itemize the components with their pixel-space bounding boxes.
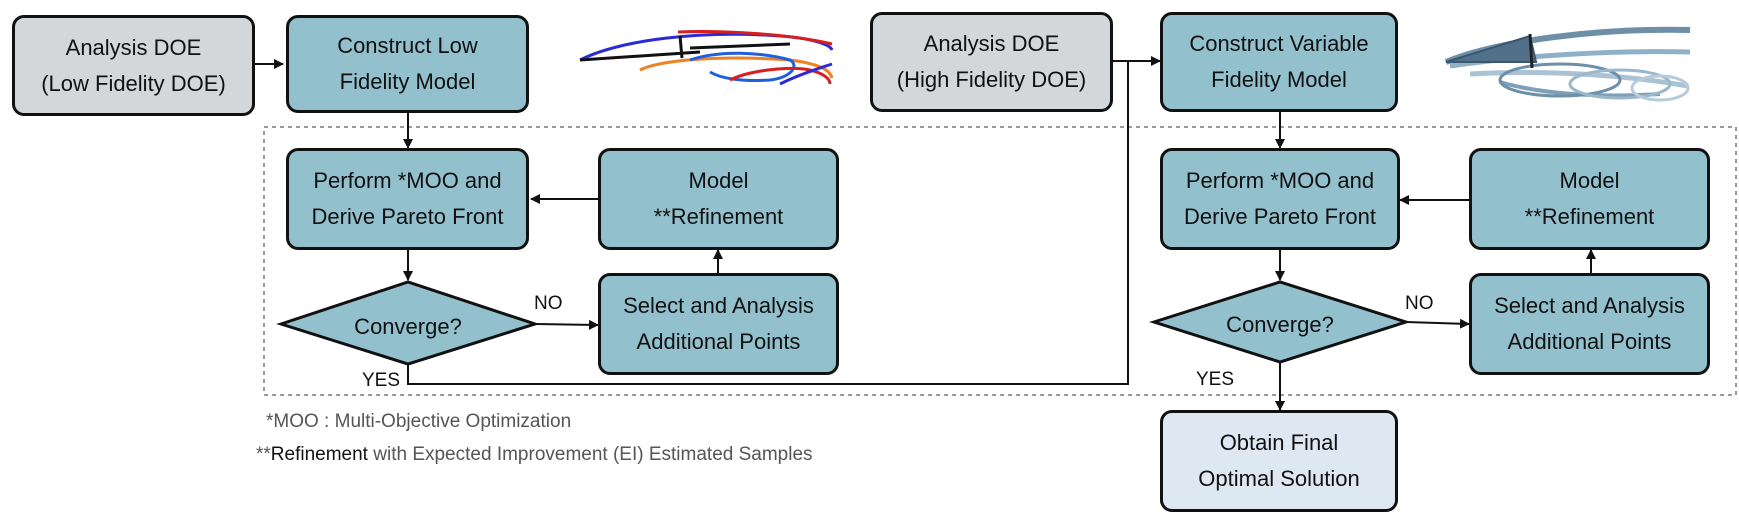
left-perform-moo-line1: Perform *MOO and <box>313 168 502 193</box>
left-analysis-doe-line1: Analysis DOE <box>65 34 202 60</box>
left-analysis-doe-line2: (Low Fidelity DOE) <box>41 70 226 96</box>
left-select-points-line2: Additional Points <box>636 329 801 354</box>
right-no-label: NO <box>1405 293 1434 314</box>
loop-region-border <box>263 126 1737 396</box>
final-solution-line2: Optimal Solution <box>1198 466 1360 491</box>
right-select-points-line1: Select and Analysis <box>1494 293 1685 318</box>
right-select-points-box: Select and Analysis Additional Points <box>1469 273 1710 375</box>
right-perform-moo-line2: Derive Pareto Front <box>1184 204 1376 229</box>
left-analysis-doe-box: Analysis DOE (Low Fidelity DOE) <box>12 15 255 116</box>
footnote-refinement-rest: with Expected Improvement (EI) Estimated… <box>367 444 813 465</box>
right-converge-label: Converge? <box>1226 312 1334 337</box>
right-analysis-doe-box: Analysis DOE (High Fidelity DOE) <box>870 12 1113 112</box>
right-construct-model-box: Construct Variable Fidelity Model <box>1160 12 1398 112</box>
left-construct-model-line2: Fidelity Model <box>339 69 476 94</box>
left-model-refinement-line1: Model <box>688 168 749 193</box>
left-converge-label: Converge? <box>354 314 462 339</box>
final-solution-line1: Obtain Final <box>1219 430 1339 455</box>
left-construct-model-line1: Construct Low <box>337 33 478 58</box>
left-perform-moo-box: Perform *MOO and Derive Pareto Front <box>286 148 529 250</box>
left-yes-label: YES <box>362 370 401 391</box>
right-analysis-doe-line2: (High Fidelity DOE) <box>896 67 1087 92</box>
right-model-refinement-line1: Model <box>1559 168 1620 193</box>
right-construct-model-line1: Construct Variable <box>1189 31 1369 56</box>
left-no-label: NO <box>534 293 563 314</box>
left-model-refinement-line2: **Refinement <box>653 204 784 229</box>
left-perform-moo-line2: Derive Pareto Front <box>311 204 504 229</box>
left-construct-model-box: Construct Low Fidelity Model <box>286 15 529 113</box>
footnote-moo: *MOO : Multi-Objective Optimization <box>266 411 572 432</box>
right-perform-moo-box: Perform *MOO and Derive Pareto Front <box>1160 148 1400 250</box>
arrow-right-no-to-select <box>1405 318 1470 329</box>
right-perform-moo-line1: Perform *MOO and <box>1185 168 1375 193</box>
left-select-points-box: Select and Analysis Additional Points <box>598 273 839 375</box>
right-construct-model-line2: Fidelity Model <box>1211 67 1347 92</box>
left-select-points-line1: Select and Analysis <box>623 293 814 318</box>
high-fidelity-wake-vortex-image <box>1444 26 1691 102</box>
right-analysis-doe-line1: Analysis DOE <box>923 31 1060 56</box>
left-model-refinement-box: Model **Refinement <box>598 148 839 250</box>
footnote-refinement: **Refinement with Expected Improvement (… <box>256 444 813 466</box>
right-model-refinement-line2: **Refinement <box>1524 204 1655 229</box>
right-yes-label: YES <box>1196 369 1235 390</box>
right-model-refinement-box: Model **Refinement <box>1469 148 1710 250</box>
arrow-yes-to-variable-model <box>407 61 1129 385</box>
low-fidelity-wake-lines-image <box>579 30 834 86</box>
footnote-refinement-word: Refinement <box>270 444 368 465</box>
right-select-points-line2: Additional Points <box>1507 329 1672 354</box>
final-solution-box: Obtain Final Optimal Solution <box>1160 410 1398 512</box>
footnote-refinement-prefix: ** <box>256 444 271 465</box>
arrow-left-no-to-select <box>534 319 599 330</box>
